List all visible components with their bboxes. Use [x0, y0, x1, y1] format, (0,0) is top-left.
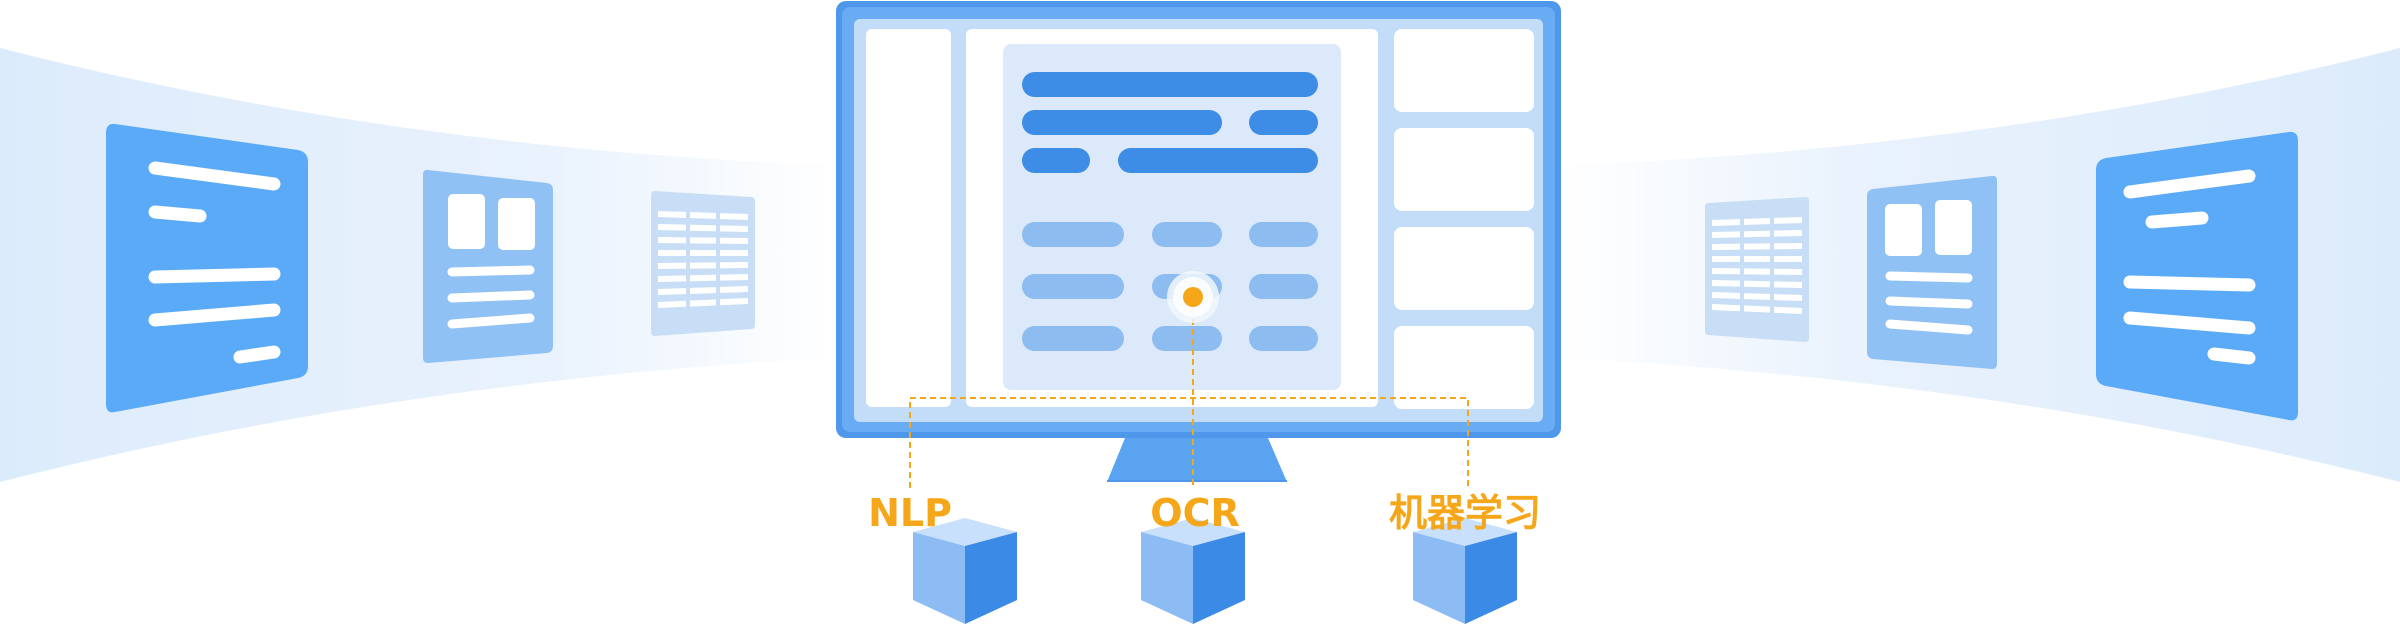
table-card-icon	[1705, 197, 1809, 342]
table-card-icon	[651, 191, 755, 336]
cube-icon	[1413, 518, 1517, 624]
document-card-icon	[106, 123, 308, 413]
right-panel-box	[1394, 227, 1534, 310]
machine-learning-label: 机器学习	[1388, 491, 1541, 535]
document-card-icon	[2096, 131, 2298, 421]
monitor-icon	[836, 1, 1561, 482]
layout-card-icon	[1867, 175, 1997, 369]
right-panel-box	[1394, 326, 1534, 409]
right-panel-box	[1394, 128, 1534, 211]
right-panel-box	[1394, 29, 1534, 112]
cube-icon	[1141, 518, 1245, 624]
nlp-label: NLP	[868, 491, 952, 535]
ocr-label: OCR	[1150, 491, 1240, 535]
connector-lines	[909, 299, 1469, 488]
layout-card-icon	[423, 169, 553, 363]
scan-point-icon	[1167, 271, 1219, 323]
cube-icon	[913, 518, 1017, 624]
left-panel	[866, 29, 951, 407]
